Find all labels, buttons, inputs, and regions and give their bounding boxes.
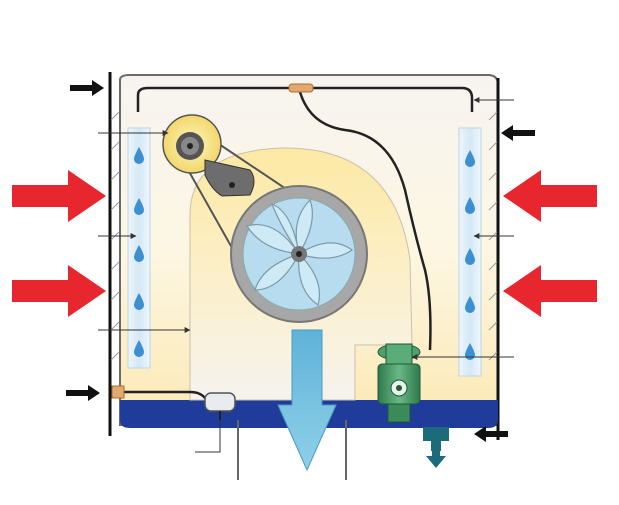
float-valve <box>204 392 236 420</box>
intake-arrow-icon <box>12 170 597 317</box>
pointer-arrow-icon <box>98 97 514 453</box>
water-distribution-line <box>120 86 474 404</box>
water-drop-icon <box>134 147 475 360</box>
water-pump <box>377 343 421 423</box>
drain-arrow-icon <box>426 448 446 468</box>
outlet-arrow-icon <box>277 329 337 472</box>
motor <box>162 114 255 197</box>
blower-wheel <box>230 185 368 323</box>
distribution-tee <box>288 83 314 93</box>
drain-outlet <box>423 427 449 451</box>
water-inlet <box>111 385 125 399</box>
callout-arrow-icon <box>66 80 535 442</box>
support-legs <box>237 420 347 480</box>
